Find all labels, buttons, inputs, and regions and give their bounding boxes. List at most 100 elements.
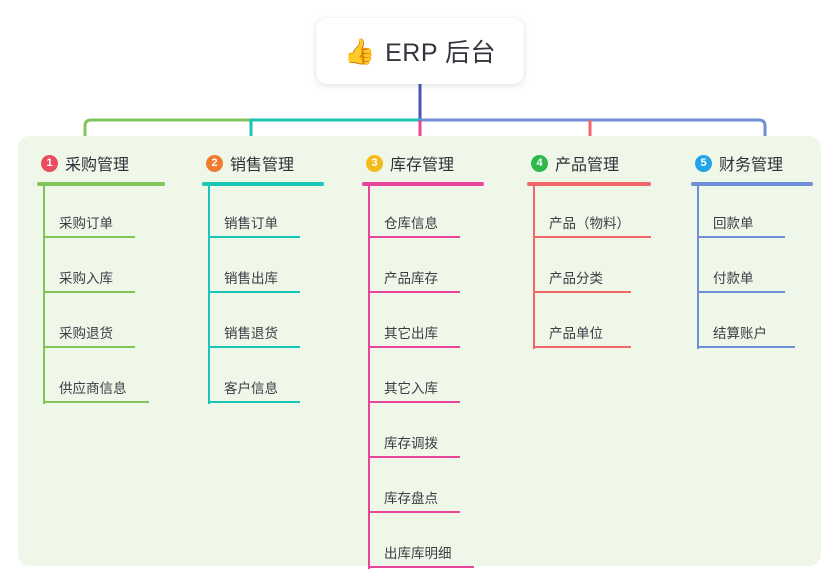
list-item[interactable]: 产品库存 [362,241,484,296]
list-item[interactable]: 其它入库 [362,351,484,406]
list-item[interactable]: 采购退货 [37,296,165,351]
column-spine [368,186,370,569]
list-item[interactable]: 产品分类 [527,241,651,296]
list-item[interactable]: 产品（物料） [527,186,651,241]
list-item[interactable]: 库存盘点 [362,461,484,516]
column-header-rule [691,182,813,186]
list-item[interactable]: 客户信息 [202,351,324,406]
column-header-rule [527,182,651,186]
column-title: 产品管理 [555,157,620,174]
list-item-label: 采购入库 [59,271,113,286]
column-财务管理: 5 财务管理回款单付款单结算账户 [691,148,813,351]
list-item[interactable]: 销售出库 [202,241,324,296]
list-item-label: 客户信息 [224,381,278,396]
list-item[interactable]: 结算账户 [691,296,813,351]
list-item-label: 销售出库 [224,271,278,286]
list-item-label: 库存调拨 [384,436,438,451]
column-badge-4: 4 [531,154,548,172]
mindmap-panel: 1 采购管理采购订单采购入库采购退货供应商信息 2 销售管理销售订单销售出库销售退货客… [18,136,821,569]
root-node[interactable]: 👍 ERP 后台 [316,18,524,84]
column-items: 回款单付款单结算账户 [691,186,813,351]
list-item[interactable]: 出库库明细 [362,516,484,571]
column-items: 产品（物料） 产品分类产品单位 [527,186,651,351]
column-header-rule [37,182,165,186]
list-item[interactable]: 仓库信息 [362,186,484,241]
column-badge-2: 2 [206,154,223,172]
column-header-4[interactable]: 4 产品管理 [527,148,651,178]
list-item-rule [43,346,135,348]
list-item-rule [533,346,631,348]
list-item-label: 结算账户 [713,326,767,341]
list-item[interactable]: 库存调拨 [362,406,484,461]
list-item-rule [368,291,460,293]
list-item-label: 产品单位 [549,326,603,341]
list-item[interactable]: 产品单位 [527,296,651,351]
list-item-rule [697,291,785,293]
column-items: 采购订单采购入库采购退货供应商信息 [37,186,165,406]
column-库存管理: 3 库存管理仓库信息产品库存其它出库其它入库库存调拨库存盘点出库库明细 [362,148,484,571]
column-badge-3: 3 [366,154,383,172]
list-item[interactable]: 采购订单 [37,186,165,241]
list-item[interactable]: 采购入库 [37,241,165,296]
list-item-label: 产品库存 [384,271,438,286]
list-item-label: 产品（物料） [549,216,630,231]
list-item-rule [368,236,460,238]
column-title: 库存管理 [390,157,455,174]
list-item-label: 销售退货 [224,326,278,341]
column-header-2[interactable]: 2 销售管理 [202,148,324,178]
list-item-rule [43,401,149,403]
column-title: 销售管理 [230,157,295,174]
list-item-rule [533,236,651,238]
list-item-rule [697,236,785,238]
column-items: 仓库信息产品库存其它出库其它入库库存调拨库存盘点出库库明细 [362,186,484,571]
list-item-rule [368,346,460,348]
list-item-rule [208,346,300,348]
column-badge-5: 5 [695,154,712,172]
list-item-label: 其它出库 [384,326,438,341]
list-item-rule [697,346,795,348]
list-item-rule [43,291,135,293]
list-item-rule [368,511,460,513]
list-item-rule [208,401,300,403]
column-items: 销售订单销售出库销售退货客户信息 [202,186,324,406]
list-item-label: 付款单 [713,271,754,286]
root-title: ERP 后台 [385,39,497,67]
column-header-rule [362,182,484,186]
thumbs-up-icon: 👍 [343,37,376,66]
column-badge-1: 1 [41,154,58,172]
column-header-3[interactable]: 3 库存管理 [362,148,484,178]
column-spine [697,186,699,349]
list-item-label: 产品分类 [549,271,603,286]
list-item-rule [368,566,474,568]
column-spine [43,186,45,404]
list-item[interactable]: 其它出库 [362,296,484,351]
list-item[interactable]: 销售订单 [202,186,324,241]
column-产品管理: 4 产品管理产品（物料） 产品分类产品单位 [527,148,651,351]
list-item-label: 采购订单 [59,216,113,231]
list-item-rule [368,401,460,403]
list-item-rule [533,291,631,293]
column-title: 采购管理 [65,157,130,174]
list-item[interactable]: 销售退货 [202,296,324,351]
list-item[interactable]: 付款单 [691,241,813,296]
list-item[interactable]: 回款单 [691,186,813,241]
list-item-rule [368,456,460,458]
list-item-label: 销售订单 [224,216,278,231]
list-item-rule [208,291,300,293]
column-采购管理: 1 采购管理采购订单采购入库采购退货供应商信息 [37,148,165,406]
list-item-rule [43,236,135,238]
column-header-1[interactable]: 1 采购管理 [37,148,165,178]
list-item-label: 采购退货 [59,326,113,341]
column-header-rule [202,182,324,186]
list-item-rule [208,236,300,238]
column-spine [208,186,210,404]
column-销售管理: 2 销售管理销售订单销售出库销售退货客户信息 [202,148,324,406]
list-item-label: 库存盘点 [384,491,438,506]
list-item-label: 供应商信息 [59,381,127,396]
column-title: 财务管理 [719,157,784,174]
column-header-5[interactable]: 5 财务管理 [691,148,813,178]
list-item[interactable]: 供应商信息 [37,351,165,406]
list-item-label: 其它入库 [384,381,438,396]
column-spine [533,186,535,349]
